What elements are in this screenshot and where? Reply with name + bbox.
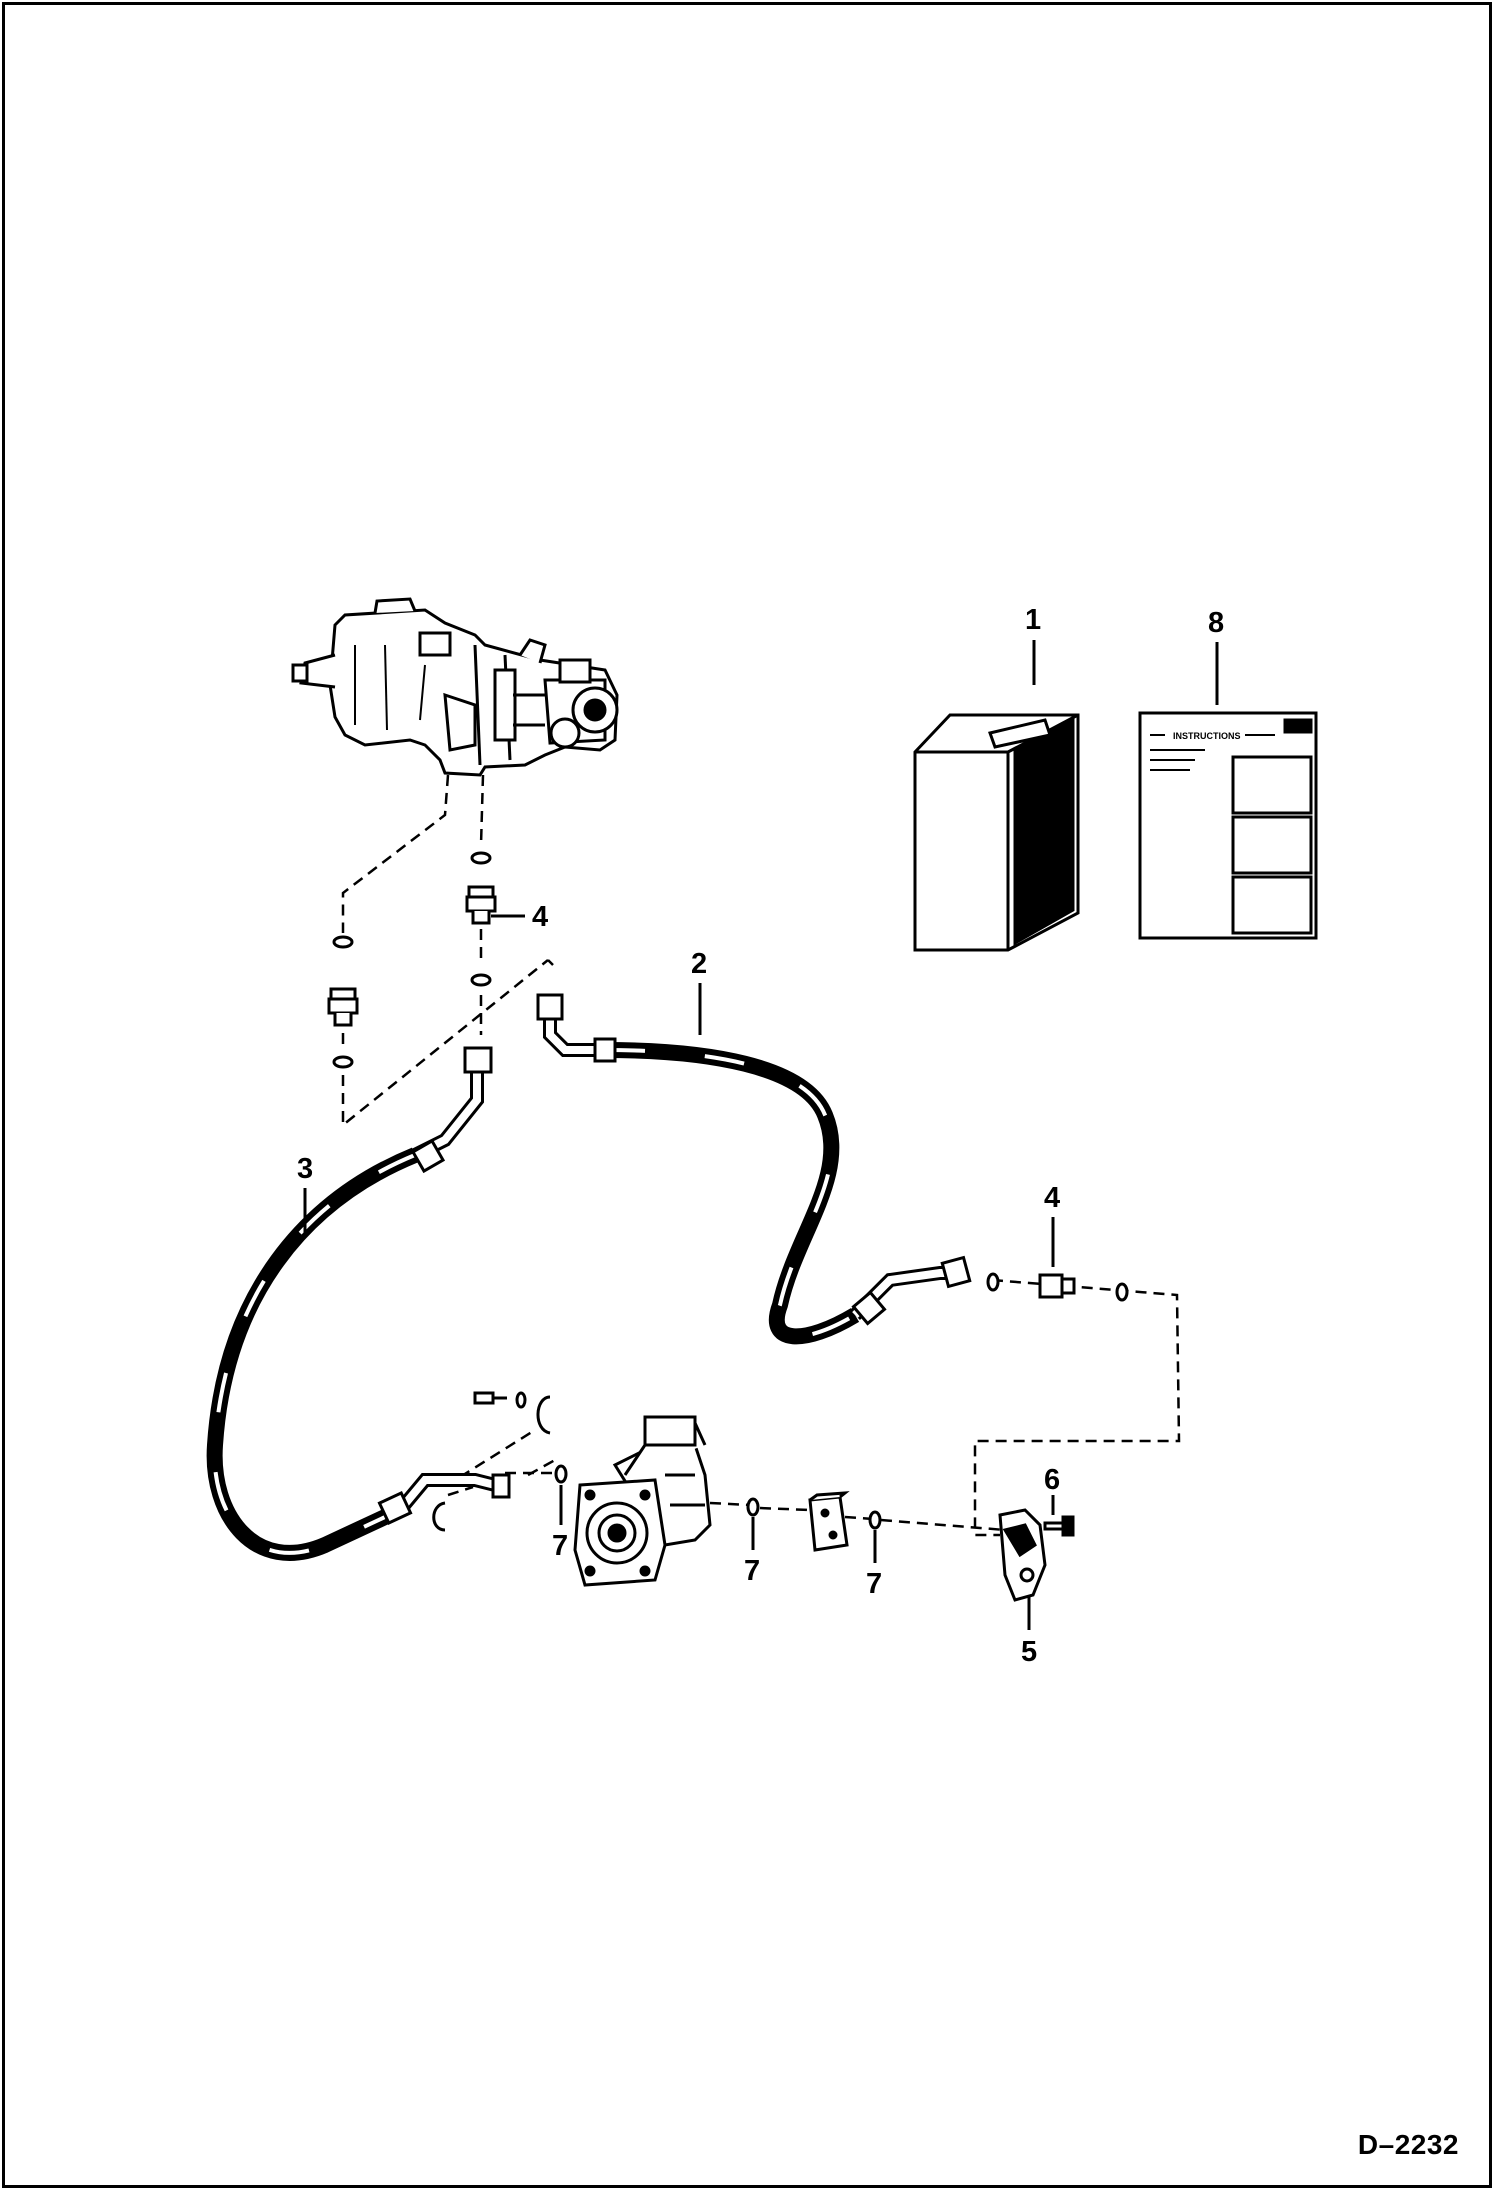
instruction-sheet: INSTRUCTIONS <box>1138 711 1318 940</box>
small-bolt-top <box>432 1391 551 1532</box>
callout-7-middle: 7 <box>744 1555 760 1587</box>
callout-leaders <box>303 640 1219 1630</box>
parts-diagram: INSTRUCTIONS 1 8 2 3 4 4 6 5 7 7 7 <box>206 597 1318 1668</box>
hydraulic-pump <box>573 1415 712 1587</box>
leader-lines <box>341 774 1181 1537</box>
callout-4-top: 4 <box>532 901 548 933</box>
callout-6: 6 <box>1044 1464 1060 1496</box>
bolt <box>1043 1515 1075 1537</box>
hose-3 <box>206 1067 497 1561</box>
callout-2: 2 <box>691 948 707 980</box>
adapter-block <box>808 1491 850 1552</box>
hose-3-nuts <box>377 1046 511 1526</box>
callout-7-left: 7 <box>552 1530 568 1562</box>
callout-8: 8 <box>1208 607 1224 639</box>
hose-2-nuts <box>536 993 972 1326</box>
adapter-fittings <box>327 885 497 1027</box>
callouts: 1 8 2 3 4 4 6 5 7 7 7 <box>297 604 1224 1668</box>
callout-7-right: 7 <box>866 1568 882 1600</box>
o-rings-left <box>332 851 492 1069</box>
bracket <box>998 1508 1047 1602</box>
callout-3: 3 <box>297 1153 313 1185</box>
callout-5: 5 <box>1021 1636 1037 1668</box>
drawing-code: D–2232 <box>1357 2129 1459 2160</box>
o-rings-right <box>554 1272 1129 1530</box>
callout-1: 1 <box>1025 604 1041 636</box>
injection-pump <box>291 597 619 777</box>
adapter-fitting-right <box>1038 1273 1076 1299</box>
instruction-sheet-heading: INSTRUCTIONS <box>1173 731 1241 741</box>
battery-pack <box>913 713 1080 952</box>
callout-4-right: 4 <box>1044 1182 1060 1214</box>
